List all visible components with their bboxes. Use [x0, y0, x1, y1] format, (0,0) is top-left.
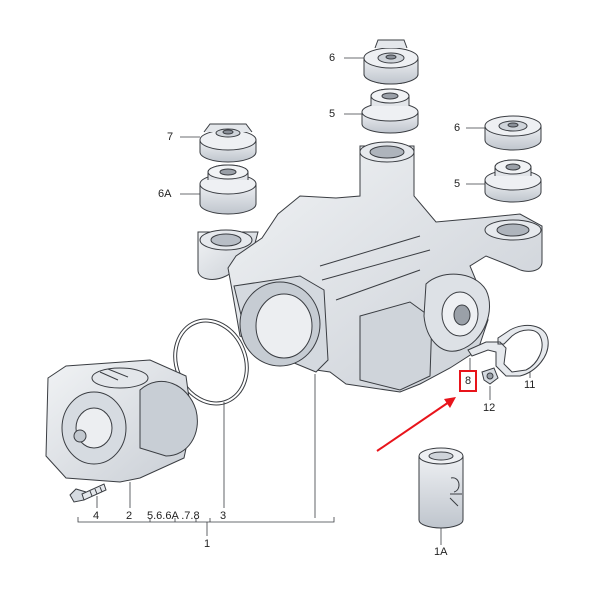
highlight-arrow	[376, 397, 456, 452]
label-part-3: 3	[220, 510, 227, 522]
label-part-7: 7	[167, 131, 174, 143]
highlighted-part-8-callout: 8	[459, 370, 477, 392]
label-part-group: 5.6.6A .7.8	[147, 510, 200, 522]
bushing-6a	[199, 164, 257, 215]
bushing-5-right	[484, 159, 542, 203]
leader-lines	[77, 57, 531, 545]
rear-final-drive-housing	[197, 141, 543, 393]
bolt-4	[69, 483, 107, 503]
bushing-6-top	[363, 39, 419, 85]
label-part-11: 11	[524, 379, 536, 391]
filter-1a	[418, 447, 464, 529]
pump-unit-2	[45, 359, 198, 483]
clamp-12	[481, 367, 499, 385]
bushing-5-top	[361, 88, 419, 134]
label-part-5-top: 5	[329, 108, 336, 120]
label-part-6a: 6A	[158, 188, 172, 200]
label-part-4: 4	[93, 510, 100, 522]
label-part-12: 12	[483, 402, 496, 414]
label-part-5-right: 5	[454, 178, 461, 190]
label-part-1a: 1A	[434, 546, 448, 558]
label-part-6-right: 6	[454, 122, 461, 134]
label-part-2: 2	[126, 510, 133, 522]
label-part-8: 8	[464, 375, 472, 387]
label-part-6-top: 6	[329, 52, 336, 64]
bushing-7	[199, 123, 257, 163]
breather-hose-11	[467, 324, 549, 377]
label-part-1: 1	[204, 538, 211, 550]
bushing-6-right	[484, 115, 542, 151]
